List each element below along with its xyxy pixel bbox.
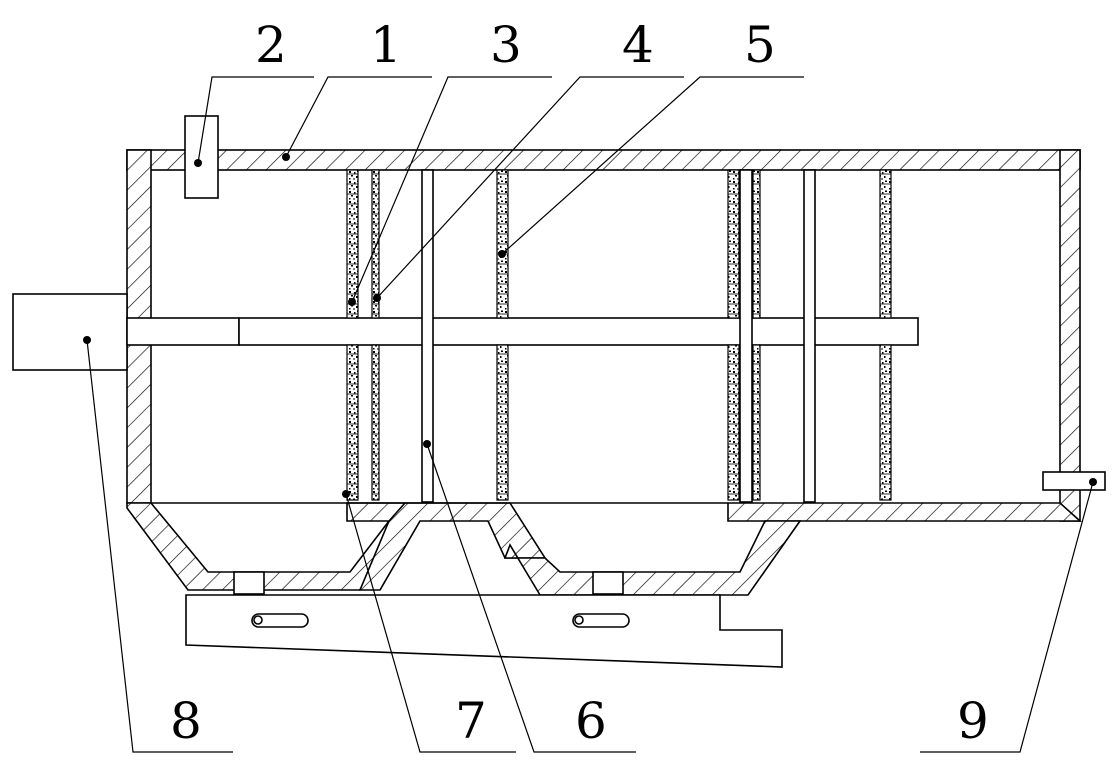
collecting-tray [185, 594, 783, 668]
support-bar-left [421, 169, 434, 503]
outlet-left [233, 571, 265, 595]
outlet-right [592, 571, 624, 595]
partition-left [739, 169, 753, 503]
label-6: 6 [575, 692, 607, 750]
label-2: 2 [255, 16, 287, 74]
motor [12, 293, 128, 371]
label-7: 7 [455, 692, 487, 750]
leader-dots [83, 153, 1097, 498]
slot-right [572, 613, 630, 628]
label-5: 5 [744, 16, 776, 74]
label-4: 4 [622, 16, 654, 74]
slot-left [251, 613, 309, 628]
side-outlet [1042, 471, 1106, 491]
screen-group-right [727, 169, 892, 501]
screen-group-left [346, 169, 380, 501]
support-bar-right [803, 169, 816, 503]
shaft [238, 317, 919, 346]
label-8: 8 [170, 692, 202, 750]
housing-wall [126, 149, 1083, 596]
label-9: 9 [957, 692, 989, 750]
shaft-left [126, 317, 240, 346]
inlet-port [184, 115, 219, 199]
label-1: 1 [370, 16, 402, 74]
label-3: 3 [490, 16, 522, 74]
screen-middle [496, 169, 509, 501]
leader-lines [86, 76, 1094, 753]
